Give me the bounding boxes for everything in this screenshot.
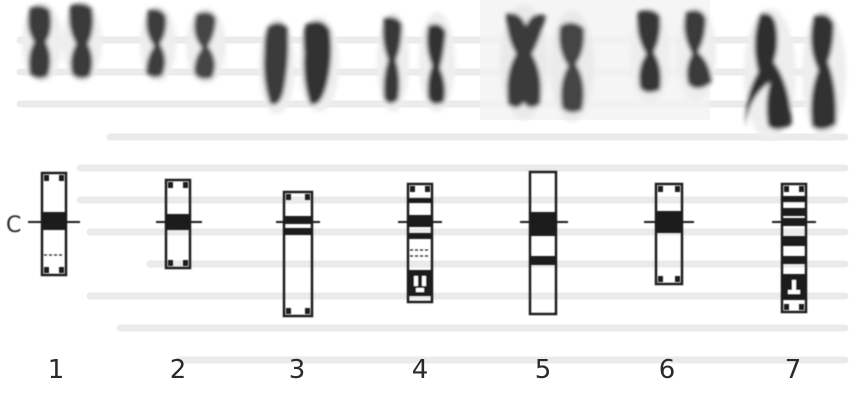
chromosome-number-1: 1: [48, 355, 65, 385]
chromosome-number-5: 5: [535, 355, 552, 385]
chromosome-number-4: 4: [412, 355, 429, 385]
chromosome-number-2: 2: [170, 355, 187, 385]
chromosome-number-3: 3: [289, 355, 306, 385]
chromosome-number-7: 7: [785, 355, 802, 385]
chromosome-number-6: 6: [659, 355, 676, 385]
centromere-label: C: [6, 213, 21, 238]
